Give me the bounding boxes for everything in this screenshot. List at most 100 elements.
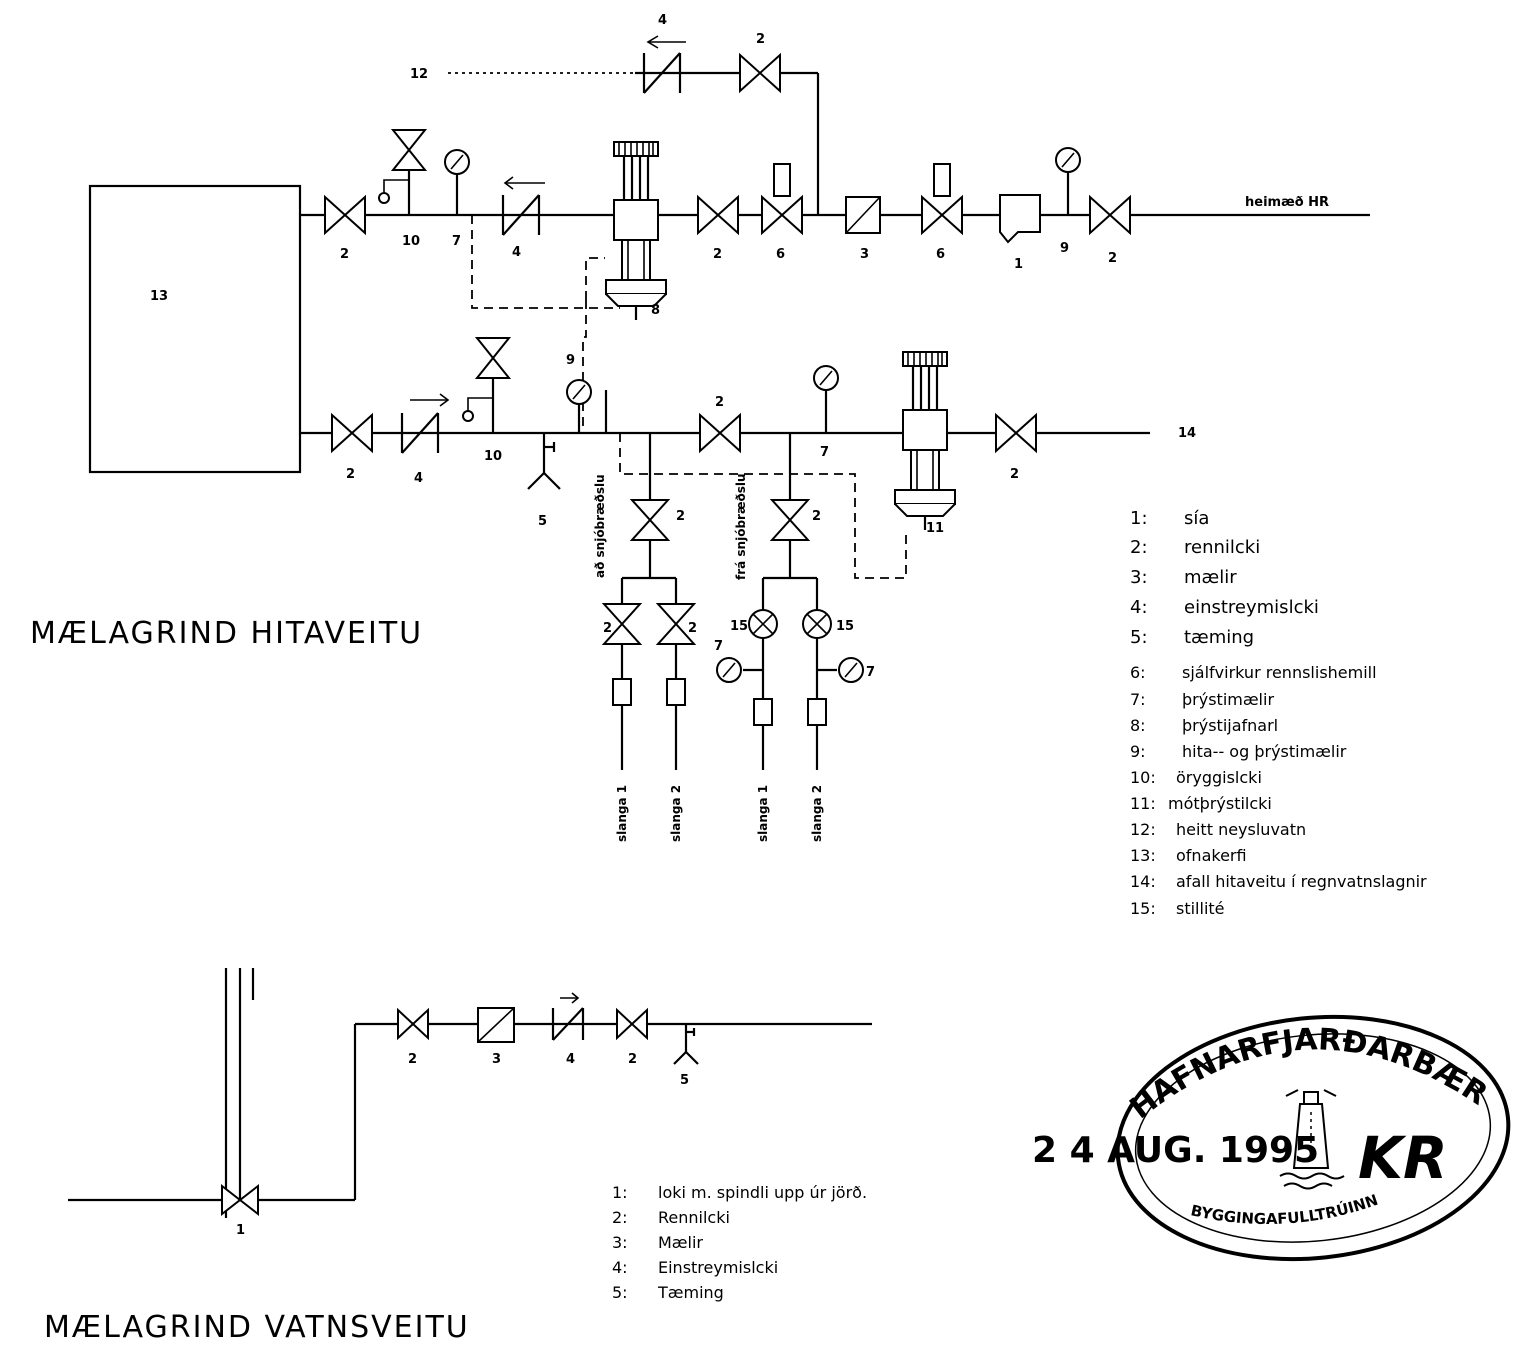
pressure-gauge-icon bbox=[838, 657, 864, 683]
legend-num: 5: bbox=[612, 1283, 628, 1302]
legend-num: 13: bbox=[1130, 846, 1156, 865]
tag-15: 15 bbox=[730, 619, 748, 634]
pressure-regulator-icon bbox=[604, 140, 668, 322]
pressure-gauge-icon bbox=[444, 149, 470, 175]
tag-2: 2 bbox=[756, 32, 765, 47]
branch-to-snowmelt-label: að snjóbræðslu bbox=[593, 474, 607, 578]
strainer-icon bbox=[999, 194, 1041, 244]
tag-2: 2 bbox=[628, 1052, 637, 1067]
tag-10: 10 bbox=[484, 449, 502, 464]
arrow-left-icon bbox=[503, 176, 514, 190]
hose-label: slanga 2 bbox=[810, 785, 824, 842]
legend-num: 2: bbox=[612, 1208, 628, 1227]
temp-pressure-gauge-icon bbox=[566, 379, 592, 405]
legend-text: einstreymislcki bbox=[1184, 597, 1319, 618]
legend-num: 1: bbox=[612, 1183, 628, 1202]
inlet-label: heimæð HR bbox=[1245, 195, 1329, 210]
tag-6: 6 bbox=[776, 247, 785, 262]
legend-text: heitt neysluvatn bbox=[1176, 820, 1306, 839]
tag-2: 2 bbox=[715, 395, 724, 410]
gate-valve-icon bbox=[771, 499, 809, 541]
legend-text: afall hitaveitu í regnvatnslagnir bbox=[1176, 872, 1427, 891]
tag-5: 5 bbox=[680, 1073, 689, 1088]
legend-num: 4: bbox=[1130, 597, 1148, 618]
legend-text: þrýstijafnarl bbox=[1182, 716, 1278, 735]
tag-4: 4 bbox=[414, 471, 423, 486]
tag-7: 7 bbox=[452, 234, 461, 249]
legend-num: 8: bbox=[1130, 716, 1146, 735]
radiator-system-box bbox=[88, 184, 302, 474]
tag-7: 7 bbox=[866, 665, 875, 680]
gate-valve-icon bbox=[697, 196, 739, 234]
legend-text: Rennilcki bbox=[658, 1208, 730, 1227]
legend-num: 10: bbox=[1130, 768, 1156, 787]
back-pressure-valve-icon bbox=[893, 350, 957, 532]
tag-2: 2 bbox=[812, 509, 821, 524]
relief-valve-icon bbox=[390, 129, 428, 171]
legend-text: sjálfvirkur rennslishemill bbox=[1182, 663, 1377, 682]
branch-from-snowmelt-label: frá snjóbræðslu bbox=[734, 473, 748, 580]
hitaveita-title: MÆLAGRIND HITAVEITU bbox=[30, 616, 423, 651]
tag-15: 15 bbox=[836, 619, 854, 634]
tag-14: 14 bbox=[1178, 426, 1196, 441]
legend-num: 11: bbox=[1130, 794, 1156, 813]
stamp-date: 2 4 AUG. 1995 bbox=[1032, 1130, 1319, 1171]
tag-4: 4 bbox=[512, 245, 521, 260]
gate-valve-icon bbox=[699, 414, 741, 452]
flow-limiter-icon bbox=[921, 196, 963, 234]
gate-valve-icon bbox=[739, 54, 781, 92]
tag-8: 8 bbox=[651, 303, 660, 318]
tag-3: 3 bbox=[492, 1052, 501, 1067]
tag-2: 2 bbox=[603, 621, 612, 636]
legend-num: 7: bbox=[1130, 690, 1146, 709]
flow-limiter-icon bbox=[761, 196, 803, 234]
arrow-left-icon bbox=[646, 35, 659, 49]
temp-pressure-gauge-icon bbox=[1055, 147, 1081, 173]
legend-text: ofnakerfi bbox=[1176, 846, 1247, 865]
legend-text: mælir bbox=[1184, 567, 1237, 588]
tag-2: 2 bbox=[346, 467, 355, 482]
tag-2: 2 bbox=[676, 509, 685, 524]
pressure-gauge-icon bbox=[716, 657, 742, 683]
gate-valve-icon bbox=[616, 1007, 648, 1041]
tag-2: 2 bbox=[340, 247, 349, 262]
lighthouse-icon bbox=[1279, 1089, 1345, 1190]
legend-num: 1: bbox=[1130, 508, 1148, 529]
tag-12: 12 bbox=[410, 67, 428, 82]
legend-text: stillité bbox=[1176, 899, 1225, 918]
hose-label: slanga 2 bbox=[669, 785, 683, 842]
legend-text: Mælir bbox=[658, 1233, 703, 1252]
legend-num: 12: bbox=[1130, 820, 1156, 839]
tag-5: 5 bbox=[538, 514, 547, 529]
vatnsveita-diagram: 1 2 3 4 2 5 MÆLAGRIND VATNSVEITU bbox=[44, 968, 872, 1345]
tag-7: 7 bbox=[714, 639, 723, 654]
tag-9: 9 bbox=[1060, 241, 1069, 256]
legend-num: 6: bbox=[1130, 663, 1146, 682]
legend-text: sía bbox=[1184, 508, 1209, 529]
tag-7: 7 bbox=[820, 445, 829, 460]
tag-2: 2 bbox=[1010, 467, 1019, 482]
pressure-gauge-icon bbox=[813, 365, 839, 391]
tag-2: 2 bbox=[688, 621, 697, 636]
tag-1: 1 bbox=[236, 1223, 245, 1238]
arrow-right-icon bbox=[439, 393, 450, 407]
gate-valve-icon bbox=[324, 196, 366, 234]
hose-connector-icon bbox=[612, 678, 632, 706]
hitaveita-legend: 1: sía 2: rennilcki 3: mælir 4: einstrey… bbox=[1130, 508, 1427, 918]
tag-6: 6 bbox=[936, 247, 945, 262]
tag-3: 3 bbox=[860, 247, 869, 262]
tag-13: 13 bbox=[150, 289, 168, 304]
legend-text: rennilcki bbox=[1184, 537, 1260, 558]
legend-num: 5: bbox=[1130, 627, 1148, 648]
hose-connector-icon bbox=[753, 698, 773, 726]
gate-valve-icon bbox=[331, 414, 373, 452]
legend-text: hita-- og þrýstimælir bbox=[1182, 742, 1347, 761]
drain-icon bbox=[526, 431, 562, 491]
stamp-bottom-text: BYGGINGAFULLTRÚINN bbox=[1189, 1191, 1380, 1228]
legend-num: 9: bbox=[1130, 742, 1146, 761]
hose-connector-icon bbox=[807, 698, 827, 726]
hose-connector-icon bbox=[666, 678, 686, 706]
tag-4: 4 bbox=[658, 13, 667, 28]
relief-valve-icon bbox=[474, 337, 512, 379]
tag-10: 10 bbox=[402, 234, 420, 249]
